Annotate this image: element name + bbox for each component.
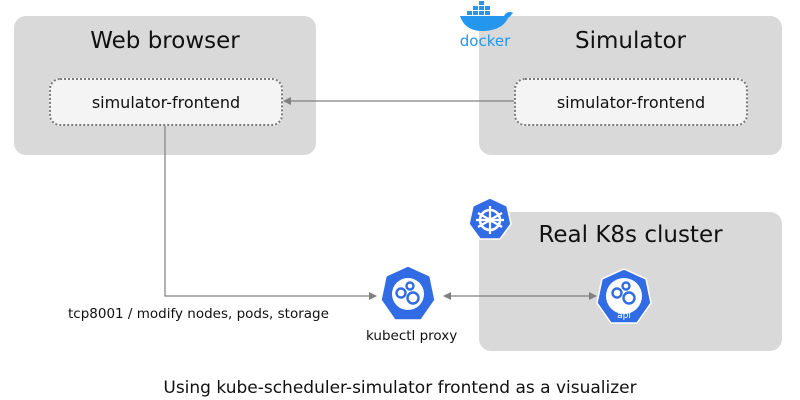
simulator-panel: Simulator simulator-frontend <box>479 16 782 155</box>
simulator-title: Simulator <box>574 28 686 54</box>
simulator-frontend-box: simulator-frontend <box>514 78 748 126</box>
web-browser-title: Web browser <box>90 28 240 54</box>
kubernetes-helm-icon <box>466 196 514 244</box>
kubectl-proxy-label: kubectl proxy <box>366 328 458 344</box>
web-browser-panel: Web browser simulator-frontend <box>14 16 316 155</box>
connection-label: tcp8001 / modify nodes, pods, storage <box>68 306 329 322</box>
docker-logo-text: docker <box>460 32 511 50</box>
diagram-caption: Using kube-scheduler-simulator frontend … <box>163 378 637 398</box>
kubernetes-gears-icon <box>380 265 436 323</box>
k8s-cluster-panel: Real K8s cluster <box>479 212 782 351</box>
k8s-cluster-title: Real K8s cluster <box>538 222 723 248</box>
api-server-icon: api <box>596 268 652 326</box>
web-browser-frontend-box: simulator-frontend <box>49 78 283 126</box>
docker-icon: docker <box>452 0 522 50</box>
api-icon-label: api <box>617 311 631 321</box>
